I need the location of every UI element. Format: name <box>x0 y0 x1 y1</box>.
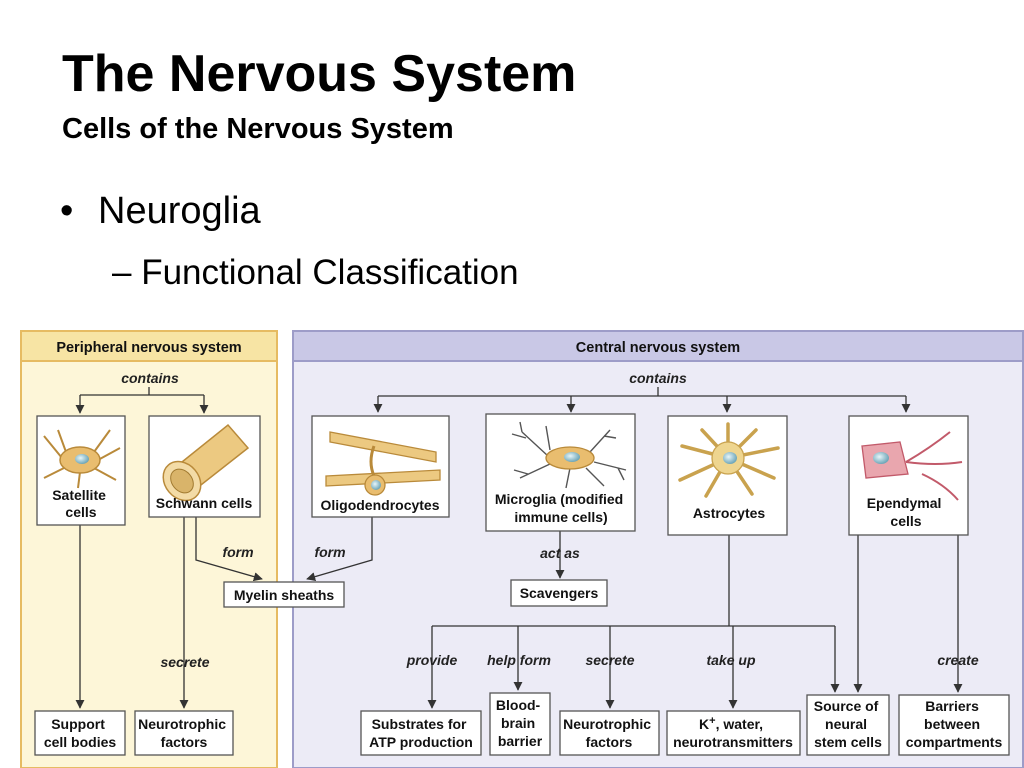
slide-subtitle: Cells of the Nervous System <box>62 113 454 145</box>
cns-panel-header-bg <box>292 330 1024 362</box>
k-water-label: K+, water, neurotransmitters <box>673 715 793 750</box>
oligodendrocytes-box: Oligodendrocytes <box>311 415 450 518</box>
oligodendrocyte-icon <box>325 431 441 496</box>
astrocytes-box: Astrocytes <box>667 415 788 536</box>
microglia-icon <box>511 421 627 489</box>
myelin-sheaths-box: Myelin sheaths <box>223 581 345 608</box>
subbullet-text: Functional Classification <box>141 253 519 292</box>
pns-panel-header-bg <box>20 330 278 362</box>
slide-title: The Nervous System <box>62 45 577 103</box>
cns-neurotrophic-box: Neurotrophic factors <box>559 710 660 756</box>
bullet-text: Neuroglia <box>98 190 261 232</box>
pns-form-label: form <box>222 544 253 560</box>
cns-header: Central nervous system <box>576 340 740 356</box>
stem-cells-box: Source of neural stem cells <box>806 694 890 756</box>
schwann-label: Schwann cells <box>156 495 253 511</box>
cns-form-label: form <box>314 544 345 560</box>
oligodendrocytes-label: Oligodendrocytes <box>320 497 439 513</box>
subbullet-item: – Functional Classification <box>112 252 519 294</box>
bbb-label: Blood- brain barrier <box>496 697 544 749</box>
myelin-sheaths-label: Myelin sheaths <box>234 587 335 603</box>
bullet-dot-icon: • <box>60 190 74 232</box>
ependymal-label: Ependymal cells <box>867 495 946 529</box>
pns-contains-label: contains <box>121 370 179 386</box>
satellite-cell-icon <box>43 429 121 489</box>
take-up-label: take up <box>706 652 755 668</box>
satellite-nucleus-icon <box>75 454 89 464</box>
act-as-label: act as <box>540 545 580 561</box>
barriers-box: Barriers between compartments <box>898 694 1010 756</box>
k-water-box: K+, water, neurotransmitters <box>666 710 801 756</box>
pns-header: Peripheral nervous system <box>56 340 241 356</box>
satellite-label: Satellite cells <box>52 487 110 520</box>
help-form-label: help form <box>487 652 551 668</box>
pns-neurotrophic-box: Neurotrophic factors <box>134 710 234 756</box>
support-label: Support cell bodies <box>44 716 117 750</box>
ependymal-box: Ependymal cells <box>848 415 969 536</box>
create-label: create <box>937 652 978 668</box>
bbb-box: Blood- brain barrier <box>489 692 551 756</box>
cns-neurotrophic-label: Neurotrophic factors <box>563 716 655 750</box>
substrates-box: Substrates for ATP production <box>360 710 482 756</box>
astrocyte-icon <box>678 422 780 498</box>
cns-secrete-label: secrete <box>585 652 634 668</box>
bullet-item: • Neuroglia <box>60 188 261 234</box>
pns-secrete-label: secrete <box>160 654 209 670</box>
microglia-box: Microglia (modified immune cells) <box>485 413 636 532</box>
stem-cells-label: Source of neural stem cells <box>814 698 882 750</box>
schwann-cell-icon <box>162 423 250 502</box>
subbullet-dash: – <box>112 253 132 292</box>
schwann-cells-box: Schwann cells <box>148 415 261 518</box>
microglia-label: Microglia (modified immune cells) <box>495 491 627 525</box>
connectors <box>75 387 963 709</box>
provide-label: provide <box>406 652 458 668</box>
support-box: Support cell bodies <box>34 710 126 756</box>
pns-neurotrophic-label: Neurotrophic factors <box>138 716 230 750</box>
astrocytes-label: Astrocytes <box>693 505 766 521</box>
substrates-label: Substrates for ATP production <box>369 716 473 750</box>
scavengers-box: Scavengers <box>510 579 608 607</box>
pns-panel-bg <box>20 330 278 768</box>
ependymal-icon <box>861 431 963 501</box>
verb-labels: contains contains form form act as secre… <box>121 370 979 670</box>
satellite-cells-box: Satellite cells <box>36 415 126 526</box>
cns-contains-label: contains <box>629 370 687 386</box>
barriers-label: Barriers between compartments <box>906 698 1003 750</box>
pns-panel: Peripheral nervous system <box>20 330 278 768</box>
scavengers-label: Scavengers <box>520 585 599 601</box>
